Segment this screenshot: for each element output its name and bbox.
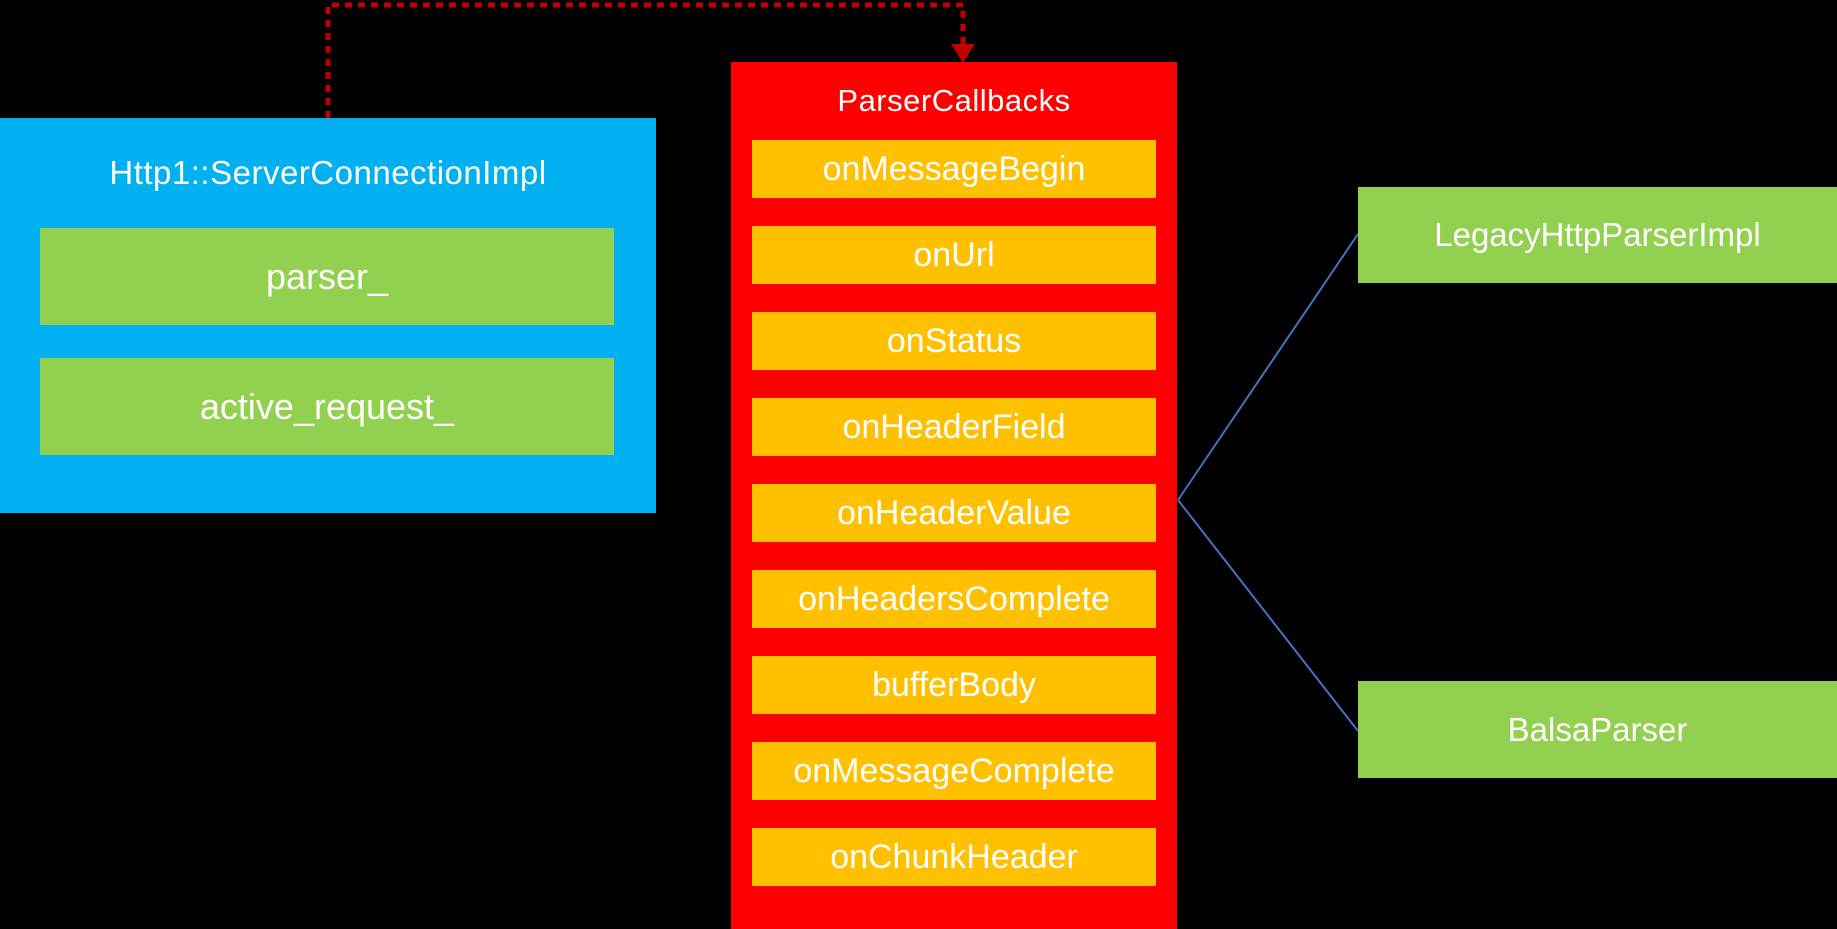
dependency-dashed-arrow [325,2,966,118]
parser-callbacks-box: ParserCallbacks onMessageBegin onUrl onSta… [731,62,1177,929]
callback-item: onChunkHeader [752,828,1156,886]
callback-item: onHeaderField [752,398,1156,456]
parser-callbacks-title: ParserCallbacks [837,83,1071,118]
callback-item: onHeaderValue [752,484,1156,542]
callback-item: onUrl [752,226,1156,284]
parser-field: parser_ [40,228,614,325]
callback-items-list: onMessageBegin onUrl onStatus onHeaderField… [752,140,1156,886]
inheritance-line-balsa [1177,499,1359,732]
active-request-field: active_request_ [40,358,614,455]
dependency-arrowhead-icon [951,44,975,63]
callback-item: onStatus [752,312,1156,370]
callback-item: onMessageBegin [752,140,1156,198]
server-connection-title: Http1::ServerConnectionImpl [109,154,547,191]
callback-item: bufferBody [752,656,1156,714]
callback-item: onHeadersComplete [752,570,1156,628]
balsa-parser-box: BalsaParser [1358,681,1837,778]
callback-item: onMessageComplete [752,742,1156,800]
legacy-http-parser-box: LegacyHttpParserImpl [1358,187,1837,283]
inheritance-line-legacy [1177,233,1359,501]
server-connection-box: Http1::ServerConnectionImpl parser_ acti… [0,118,656,513]
